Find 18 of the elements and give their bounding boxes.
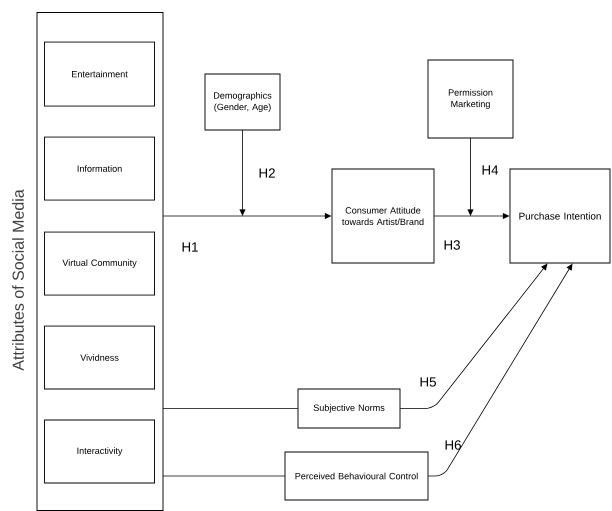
construct-box: Demographics (Gender, Age)	[204, 74, 280, 130]
edge-label: H3	[444, 240, 460, 250]
construct-box: Subjective Norms	[298, 388, 400, 428]
edge-label: H1	[182, 242, 198, 252]
edge-label: H2	[260, 168, 275, 178]
edge-label: H4	[482, 165, 498, 175]
construct-box: Information	[44, 136, 155, 200]
construct-box: Purchase Intention	[510, 168, 610, 264]
construct-box: Perceived Behavioural Control	[284, 452, 428, 500]
construct-box: Permission Marketing	[428, 60, 514, 138]
construct-box: Consumer Attitude towards Artist/Brand	[332, 168, 434, 264]
construct-box: Entertainment	[44, 42, 155, 106]
edge-label: H5	[420, 377, 436, 387]
edge-label: H6	[446, 440, 461, 450]
construct-box: Vividness	[44, 326, 155, 390]
group-title: Attributes of Social Media	[12, 189, 24, 371]
construct-box: Virtual Community	[44, 232, 155, 296]
construct-box: Interactivity	[44, 420, 155, 484]
